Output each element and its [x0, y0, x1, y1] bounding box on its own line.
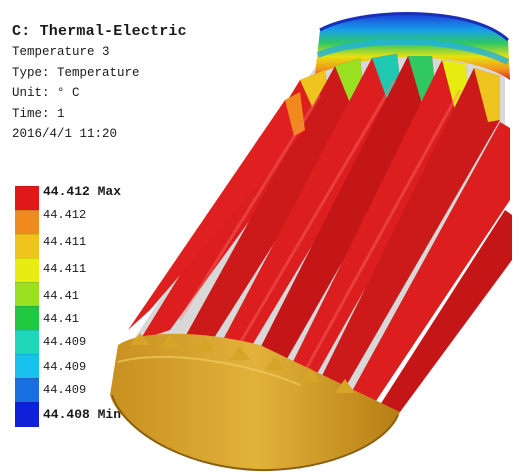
legend-swatch — [15, 354, 39, 379]
legend-label: 44.409 — [43, 335, 87, 349]
legend-label: 44.41 — [43, 312, 80, 326]
legend-label: 44.411 — [43, 235, 87, 249]
result-type: Type: Temperature — [12, 65, 140, 80]
legend-swatch — [15, 282, 39, 307]
result-name: Temperature 3 — [12, 45, 110, 59]
legend-label: 44.409 — [43, 383, 87, 397]
legend-swatch — [15, 306, 39, 331]
bar-highlights — [178, 79, 462, 381]
legend-swatch — [15, 186, 39, 211]
legend-label-max: 44.412 Max — [43, 184, 122, 199]
result-unit: Unit: ° C — [12, 86, 80, 100]
legend-label: 44.411 — [43, 262, 87, 276]
legend-swatch — [15, 210, 39, 235]
analysis-title: C: Thermal-Electric — [12, 23, 187, 40]
legend-swatch — [15, 258, 39, 283]
legend-swatch — [15, 378, 39, 403]
result-timestamp: 2016/4/1 11:20 — [12, 127, 118, 141]
legend-label-min: 44.408 Min — [43, 407, 122, 422]
legend-swatch — [15, 402, 39, 427]
legend-label: 44.41 — [43, 289, 80, 303]
legend-label: 44.412 — [43, 208, 87, 222]
legend-label: 44.409 — [43, 360, 87, 374]
legend-swatch — [15, 234, 39, 259]
bottom-end-ring — [110, 333, 400, 472]
legend-swatch — [15, 330, 39, 355]
rotor-bars — [128, 54, 512, 412]
top-end-ring — [315, 12, 510, 81]
result-info: C: Thermal-Electric Temperature 3 Type: … — [12, 22, 187, 145]
result-time: Time: 1 — [12, 106, 65, 121]
